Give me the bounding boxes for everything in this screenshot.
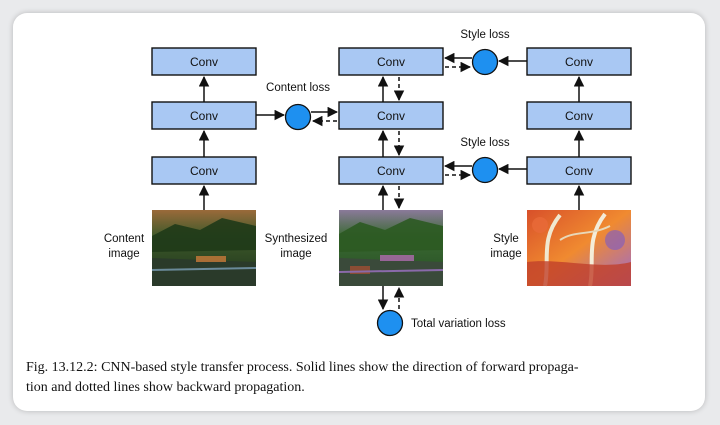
style-conv-middle: Conv [526, 101, 632, 130]
content-loss-node [284, 103, 312, 131]
total-variation-loss-label: Total variation loss [411, 318, 506, 330]
conv-label: Conv [377, 55, 405, 69]
synthesized-image-label-line1: Synthesized [265, 233, 328, 245]
style-loss-bottom-label: Style loss [460, 137, 509, 149]
figure-caption: Fig. 13.12.2: CNN-based style transfer p… [26, 358, 702, 398]
total-variation-loss-node [376, 309, 404, 337]
synth-conv-middle: Conv [338, 101, 444, 130]
conv-label: Conv [565, 109, 593, 123]
content-conv-bottom: Conv [151, 156, 257, 185]
caption-line-1: Fig. 13.12.2: CNN-based style transfer p… [26, 360, 579, 375]
conv-label: Conv [190, 109, 218, 123]
synthesized-image-label-line2: image [280, 248, 311, 260]
synth-conv-top: Conv [338, 47, 444, 76]
content-image [151, 210, 257, 286]
style-image-label-line1: Style [493, 233, 519, 245]
synthesized-image [338, 210, 444, 286]
style-loss-top-node [471, 48, 499, 76]
content-image-label-line2: image [108, 248, 139, 260]
style-image-label-line2: image [490, 248, 521, 260]
conv-label: Conv [190, 55, 218, 69]
content-conv-top: Conv [151, 47, 257, 76]
content-conv-middle: Conv [151, 101, 257, 130]
conv-label: Conv [190, 164, 218, 178]
conv-label: Conv [565, 164, 593, 178]
style-conv-bottom: Conv [526, 156, 632, 185]
conv-label: Conv [377, 164, 405, 178]
conv-label: Conv [377, 109, 405, 123]
content-image-label-line1: Content [104, 233, 145, 245]
style-conv-top: Conv [526, 47, 632, 76]
caption-line-2: tion and dotted lines show backward prop… [26, 380, 305, 395]
style-loss-bottom-node [471, 156, 499, 184]
content-loss-label: Content loss [266, 82, 330, 94]
style-loss-top-label: Style loss [460, 29, 509, 41]
synth-conv-bottom: Conv [338, 156, 444, 185]
conv-label: Conv [565, 55, 593, 69]
style-image [527, 210, 631, 287]
